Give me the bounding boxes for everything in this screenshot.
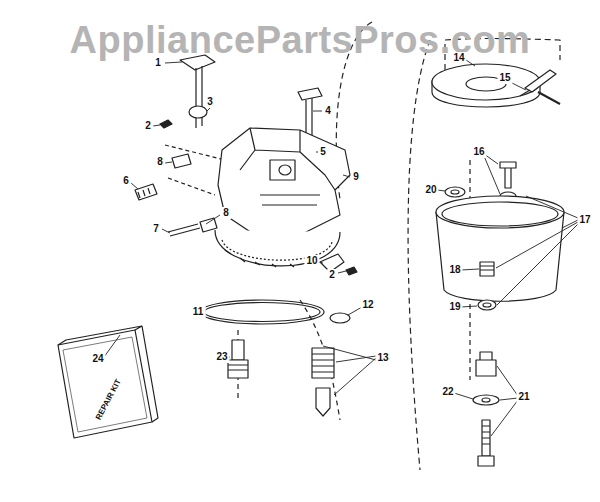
drawing-path: [482, 420, 490, 456]
callout-number: 2: [327, 269, 337, 281]
callout-number: 6: [121, 175, 131, 187]
drawing-path: [454, 393, 473, 399]
callout-number: 23: [214, 351, 229, 363]
drawing-path: [228, 360, 248, 378]
drawing-path: [162, 229, 170, 233]
callout-number: 2: [143, 120, 153, 132]
drawing-ellipse: [451, 190, 459, 194]
drawing-path: [172, 154, 191, 168]
drawing-path: [196, 66, 202, 128]
drawing-path: [218, 128, 350, 235]
drawing-path: [480, 262, 494, 276]
drawing-path: [496, 196, 578, 305]
callout-number: 3: [205, 96, 215, 108]
drawing-path: [298, 88, 322, 100]
drawing-ellipse: [436, 196, 564, 228]
drawing-path: [461, 306, 477, 307]
drawing-path: [346, 267, 357, 275]
drawing-path: [520, 90, 530, 96]
callout-number: 7: [151, 223, 161, 235]
callout-number: 11: [191, 306, 206, 318]
drawing-path: [165, 62, 182, 63]
drawing-path: [525, 70, 556, 92]
drawing-path: [200, 218, 217, 232]
drawing-path: [312, 348, 334, 378]
callout-number: 1: [153, 57, 163, 69]
drawing-path: [138, 188, 150, 198]
drawing-path: [168, 224, 200, 236]
drawing-path: [313, 111, 322, 112]
drawing-path: [538, 92, 560, 104]
drawing-path: [104, 335, 120, 357]
drawing-path: [316, 388, 330, 416]
drawing-ellipse: [445, 187, 465, 197]
drawing-path: [207, 108, 210, 111]
callout-number: 15: [497, 72, 512, 84]
drawing-path: [312, 354, 334, 372]
drawing-path: [131, 183, 138, 189]
callout-number: 22: [440, 386, 455, 398]
drawing-ellipse: [330, 313, 350, 323]
drawing-ellipse: [204, 303, 320, 322]
drawing-ellipse: [200, 300, 324, 324]
callout-number: 9: [351, 171, 361, 183]
callout-number: 5: [318, 146, 328, 158]
drawing-path: [168, 178, 215, 195]
drawing-path: [206, 215, 220, 224]
drawing-path: [323, 346, 376, 395]
drawing-path: [476, 352, 496, 376]
drawing-path: [165, 162, 172, 163]
drawing-path: [408, 40, 430, 470]
drawing-ellipse: [442, 202, 558, 226]
drawing-ellipse: [432, 64, 540, 100]
drawing-path: [482, 426, 490, 444]
callout-number: 19: [447, 301, 462, 313]
callout-number: 12: [360, 299, 375, 311]
drawing-path: [260, 160, 320, 205]
repair-kit-box: REPAIR KIT: [92, 376, 125, 424]
callout-number: 16: [471, 146, 486, 158]
drawing-path: [63, 337, 147, 432]
drawing-path: [225, 250, 312, 267]
drawing-path: [232, 340, 244, 360]
drawing-path: [58, 326, 158, 422]
callout-number: 24: [90, 353, 105, 365]
drawing-ellipse: [478, 300, 496, 310]
drawing-g: [58, 22, 578, 470]
drawing-path: [338, 271, 346, 273]
callout-number: 18: [447, 264, 462, 276]
callout-number: 8: [221, 207, 231, 219]
callout-number: 20: [423, 184, 438, 196]
drawing-path: [228, 365, 248, 370]
drawing-path: [478, 456, 494, 466]
callout-number: 14: [451, 52, 466, 64]
drawing-ellipse: [482, 398, 490, 402]
callout-number: 21: [516, 391, 531, 403]
drawing-path: [215, 230, 340, 266]
drawing-path: [491, 366, 518, 436]
drawing-path: [58, 330, 152, 438]
drawing-path: [343, 175, 350, 177]
drawing-ellipse: [473, 395, 499, 405]
callout-number: 13: [375, 352, 390, 364]
callout-number: 17: [577, 214, 592, 226]
drawing-path: [484, 154, 500, 194]
drawing-path: [135, 184, 157, 200]
drawing-path: [466, 60, 475, 66]
callout-number: 10: [304, 255, 319, 267]
drawing-ellipse: [483, 303, 491, 307]
drawing-ellipse: [279, 165, 291, 175]
drawing-path: [153, 125, 160, 126]
box-label: REPAIR KIT: [94, 378, 123, 422]
callout-number: 4: [323, 105, 333, 117]
drawing-path: [461, 269, 479, 270]
drawing-path: [160, 120, 172, 128]
drawing-path: [240, 128, 335, 190]
callout-number: 8: [155, 156, 165, 168]
drawing-path: [500, 162, 516, 188]
drawing-g: [104, 60, 578, 436]
